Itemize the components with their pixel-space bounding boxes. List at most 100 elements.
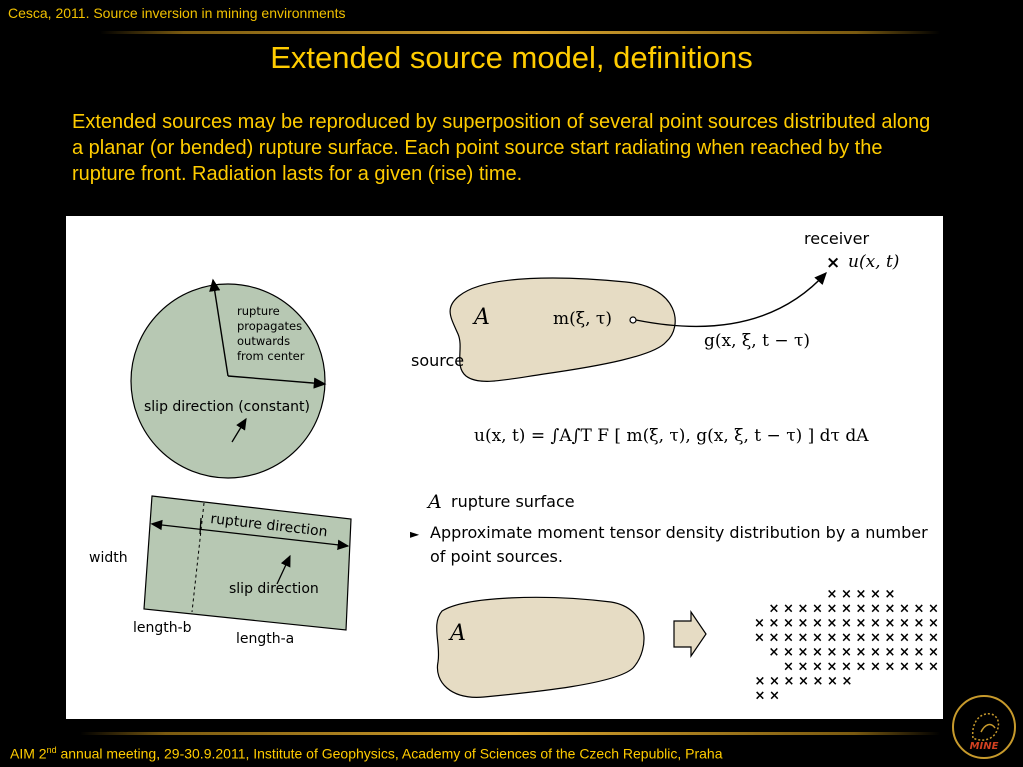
main-equation: u(x, t) = ∫A∫T F [ m(ξ, τ), g(x, ξ, t − … (474, 426, 869, 446)
circle-slip-label: slip direction (constant) (144, 399, 310, 415)
point-source-cross: × (870, 616, 881, 631)
point-source-cross: × (899, 645, 910, 660)
point-source-cross: × (870, 587, 881, 602)
point-source-cross: × (783, 660, 794, 675)
rect-length-b-label: length-b (133, 620, 192, 636)
point-source-cross: × (856, 645, 867, 660)
figure-svg: rupture propagates outwards from center … (89, 229, 968, 704)
point-source-cross: × (798, 602, 809, 617)
point-source-cross: × (827, 602, 838, 617)
footer-prefix: AIM 2 (10, 745, 47, 762)
footer-text: AIM 2nd annual meeting, 29-30.9.2011, In… (10, 745, 723, 762)
point-source-cross: × (812, 602, 823, 617)
moment-label: m(ξ, τ) (553, 309, 612, 329)
point-source-cross: × (827, 631, 838, 646)
source-blob-discretize (436, 596, 645, 698)
figure-panel: rupture propagates outwards from center … (66, 216, 968, 719)
point-source-cross: × (812, 660, 823, 675)
bullet-line-1: Approximate moment tensor density distri… (430, 523, 928, 542)
point-source-cross: × (841, 587, 852, 602)
point-source-cross: × (914, 645, 925, 660)
circle-label-2: propagates (237, 319, 302, 333)
green-function-arrow (635, 271, 827, 328)
point-source-cross: × (769, 602, 780, 617)
point-source-cross: × (813, 674, 824, 689)
circle-label-1: rupture (237, 304, 280, 318)
point-source-cross: × (783, 631, 794, 646)
point-source-cross: × (798, 660, 809, 675)
point-source-cross: × (841, 602, 852, 617)
point-source-cross: × (841, 631, 852, 646)
rect-length-a-label: length-a (236, 631, 294, 647)
point-source-cross: × (899, 616, 910, 631)
point-source-cross: × (769, 645, 780, 660)
point-source-cross: × (755, 674, 766, 689)
rupture-surface-symbol: A (426, 491, 442, 513)
point-source-cross: × (899, 660, 910, 675)
source-label: source (411, 351, 464, 370)
point-source-cross: × (812, 616, 823, 631)
point-source-cross: × (841, 616, 852, 631)
green-function-label: g(x, ξ, t − τ) (704, 331, 810, 351)
point-source-cross: × (914, 616, 925, 631)
point-source-cross: × (914, 602, 925, 617)
point-source-cross: × (827, 674, 838, 689)
point-source-cross: × (755, 689, 766, 704)
point-source-cross: × (885, 660, 896, 675)
circle-label-4: from center (237, 349, 305, 363)
rupture-arrow-up (209, 278, 229, 377)
point-source-cross: × (798, 645, 809, 660)
point-source-cross: × (856, 602, 867, 617)
footer-rest: annual meeting, 29-30.9.2011, Institute … (56, 745, 723, 762)
point-source-cross: × (856, 616, 867, 631)
point-source-cross: × (769, 616, 780, 631)
receiver-cross-icon: × (826, 253, 840, 273)
header-rule (100, 31, 940, 34)
rupture-arrow-right (227, 375, 327, 389)
point-source-cross: × (783, 616, 794, 631)
rupture-surface-label: rupture surface (451, 492, 575, 511)
point-source-cross: × (870, 660, 881, 675)
point-source-cross: × (827, 645, 838, 660)
rect-slip-arrow (276, 554, 291, 585)
footer-sup: nd (46, 745, 57, 755)
slide-title: Extended source model, definitions (270, 40, 753, 75)
point-source-cross: × (870, 602, 881, 617)
bullet-line-2: of point sources. (430, 547, 563, 566)
source-area-label: A (472, 305, 490, 330)
receiver-equation: u(x, t) (848, 252, 899, 272)
point-source-cross: × (899, 602, 910, 617)
rupture-direction-arrow (150, 519, 350, 551)
circle-label-3: outwards (237, 334, 290, 348)
point-source-cross: × (784, 674, 795, 689)
point-source-cross: × (885, 616, 896, 631)
point-source-cross: × (769, 689, 780, 704)
point-source-cross: × (754, 616, 765, 631)
point-source-cross: × (928, 631, 939, 646)
point-source-cross: × (769, 631, 780, 646)
blob-area-label: A (448, 621, 466, 646)
logo-text: MINE (970, 741, 999, 752)
point-source-cross: × (870, 645, 881, 660)
point-source-cross: × (856, 660, 867, 675)
point-source-cross: × (928, 660, 939, 675)
point-source-cross: × (769, 674, 780, 689)
point-source-cross: × (842, 674, 853, 689)
point-source-cross: × (856, 631, 867, 646)
bullet-triangle-icon: ► (410, 527, 420, 541)
point-source-cross: × (841, 660, 852, 675)
footer-rule (80, 732, 940, 735)
point-source-cross: × (798, 674, 809, 689)
point-source-marker (629, 316, 637, 324)
intro-paragraph: Extended sources may be reproduced by su… (72, 111, 931, 185)
circle-slip-arrow (231, 417, 247, 443)
header-citation: Cesca, 2011. Source inversion in mining … (8, 5, 346, 21)
point-source-cross: × (870, 631, 881, 646)
point-source-cross: × (783, 645, 794, 660)
point-source-cross: × (885, 631, 896, 646)
rect-slip-label: slip direction (229, 581, 319, 597)
point-source-cross: × (885, 587, 896, 602)
point-source-cross: × (928, 602, 939, 617)
mine-logo: MINE (952, 695, 1016, 759)
point-source-cross: × (928, 645, 939, 660)
